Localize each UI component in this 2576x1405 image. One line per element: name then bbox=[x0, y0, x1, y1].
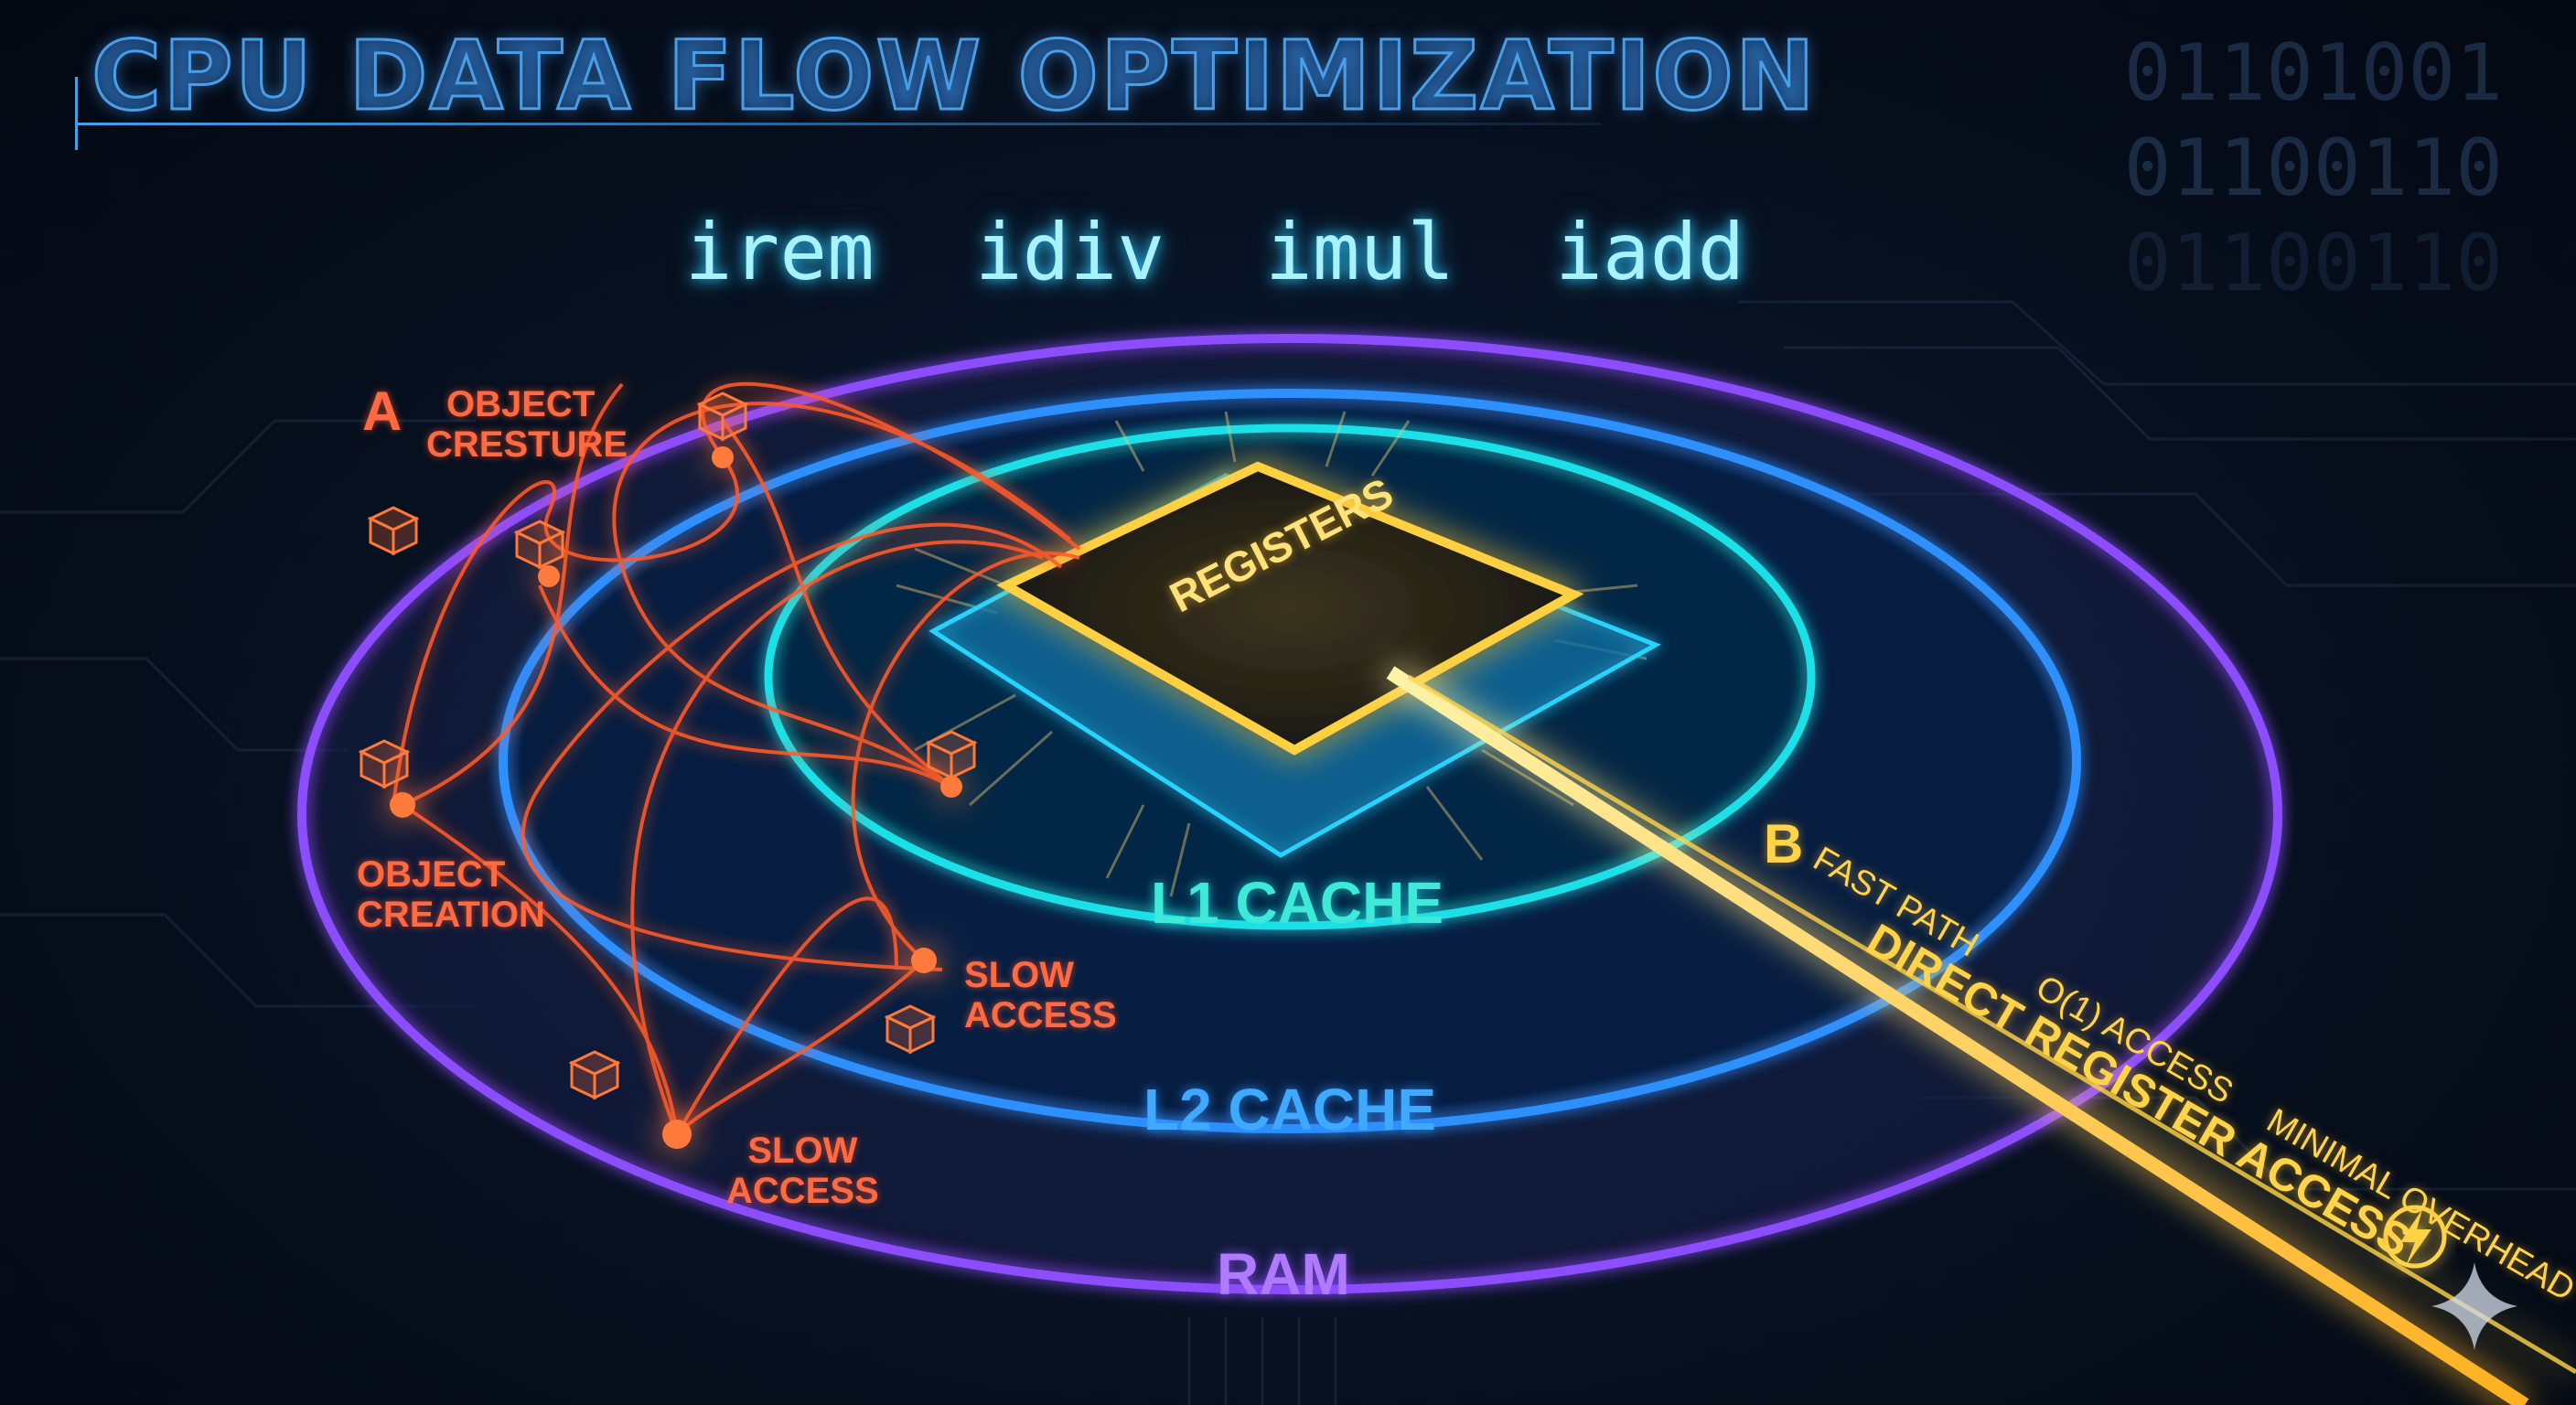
object-cresture-label: OBJECT CRESTURE bbox=[426, 384, 628, 465]
ram-label: RAM bbox=[1217, 1241, 1350, 1307]
cube-icon bbox=[367, 506, 420, 556]
object-cube-icons bbox=[358, 391, 978, 1100]
cube-icon bbox=[884, 1004, 937, 1055]
title-underline bbox=[75, 123, 1601, 125]
title-accent bbox=[75, 77, 78, 150]
binary-watermark: 01101001 01100110 01100110 bbox=[2119, 26, 2503, 311]
lightning-bolt-icon bbox=[2383, 1205, 2447, 1269]
cube-icon bbox=[568, 1050, 621, 1100]
fast-path-beam bbox=[1386, 666, 2576, 1405]
l2-cache-label: L2 CACHE bbox=[1143, 1077, 1437, 1142]
label-line: OBJECT bbox=[357, 854, 506, 895]
path-b-marker: B bbox=[1764, 813, 1804, 874]
label-line: CREATION bbox=[357, 895, 545, 935]
cube-icon bbox=[925, 730, 978, 780]
slow-path-tangle bbox=[392, 381, 1081, 1139]
cube-icon bbox=[513, 520, 566, 570]
cube-icon bbox=[696, 391, 749, 442]
label-line: OBJECT bbox=[446, 384, 596, 424]
binary-line: 01101001 bbox=[2123, 27, 2503, 119]
label-line: CRESTURE bbox=[426, 424, 628, 465]
instruction-row: irem idiv imul iadd bbox=[0, 207, 2576, 298]
slow-access-label: SLOW ACCESS bbox=[964, 955, 1117, 1035]
instruction-iadd: iadd bbox=[1555, 207, 1745, 298]
instruction-imul: imul bbox=[1265, 207, 1455, 298]
label-line: SLOW bbox=[747, 1131, 858, 1171]
label-line: ACCESS bbox=[726, 1171, 879, 1211]
registers-chip bbox=[996, 461, 1584, 756]
l1-cache-label: L1 CACHE bbox=[1151, 870, 1444, 936]
slow-access-label-lower: SLOW ACCESS bbox=[726, 1131, 879, 1211]
binary-line: 01100110 bbox=[2123, 218, 2503, 309]
page-title: CPU DATA FLOW OPTIMIZATION bbox=[91, 19, 1817, 134]
label-line: SLOW bbox=[964, 955, 1074, 995]
slow-path-nodes bbox=[390, 446, 962, 1149]
sparkle-icon bbox=[2431, 1262, 2517, 1350]
binary-line: 01100110 bbox=[2123, 123, 2503, 214]
label-line: ACCESS bbox=[964, 995, 1117, 1035]
object-creation-label: OBJECT CREATION bbox=[357, 854, 545, 935]
path-a-marker: A bbox=[362, 381, 402, 442]
instruction-irem: irem bbox=[684, 207, 875, 298]
instruction-idiv: idiv bbox=[974, 207, 1165, 298]
cube-icon bbox=[358, 739, 411, 789]
